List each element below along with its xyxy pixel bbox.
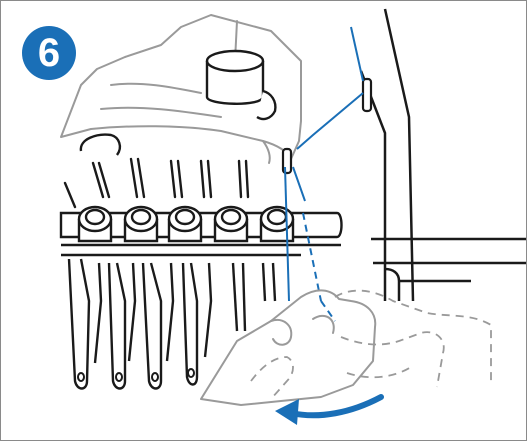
thread-guide-post [363,79,371,111]
step-number: 6 [38,33,60,73]
tension-knob [215,207,247,241]
tension-knob [169,207,201,241]
tension-knob [125,207,157,241]
upper-hand [61,15,301,163]
tension-knob [261,207,293,241]
lever-eyelets [78,369,194,381]
spool-base [81,135,120,155]
machine-housing [361,9,526,301]
take-up-levers [61,255,301,389]
tension-guide-row [65,159,248,207]
curved-arrow-left-icon [275,397,381,425]
tension-knob [79,207,111,241]
step-number-badge: 6 [22,26,76,80]
lower-hand-outline [201,290,375,405]
ghost-hand-outline [251,291,491,399]
